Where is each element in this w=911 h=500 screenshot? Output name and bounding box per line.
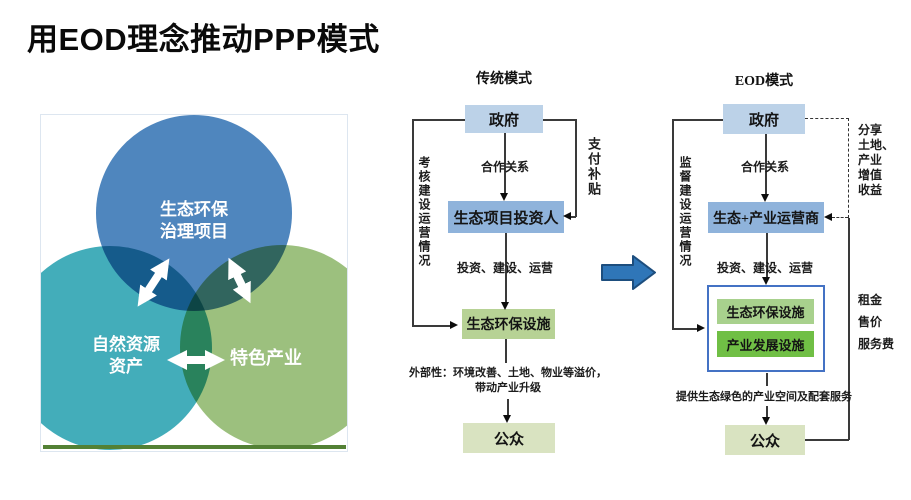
eod-node-public: 公众 [725, 425, 805, 455]
eod-returns-line-vertical [848, 218, 850, 440]
eod-node-government: 政府 [723, 104, 805, 134]
eod-node-operator: 生态+产业运营商 [708, 202, 824, 233]
eod-edge-provide-public [766, 406, 768, 417]
trad-label-pay-subsidy: 支付补贴 [586, 137, 601, 197]
eod-edge-container-provide [766, 373, 768, 386]
trad-subsidy-line-top [543, 119, 576, 121]
trad-edge-externality-public [507, 399, 509, 415]
venn-diagram-panel: 生态环保 治理项目 自然资源 资产 特色产业 [40, 114, 348, 452]
venn-arrow-top-right-icon [228, 257, 251, 304]
eod-edge-gov-operator [765, 134, 767, 194]
trad-assess-line-top [412, 119, 465, 121]
venn-double-arrows-icon [137, 257, 251, 370]
trad-label-assess: 考核建设运营情况 [417, 156, 431, 268]
venn-label-industry: 特色产业 [230, 348, 302, 368]
trad-node-public: 公众 [463, 423, 555, 453]
traditional-title: 传统模式 [476, 72, 532, 87]
trad-node-government: 政府 [465, 105, 543, 133]
eod-supervise-line-top [672, 119, 723, 121]
eod-supervise-line-vertical [672, 119, 674, 329]
eod-label-cooperation: 合作关系 [740, 160, 789, 174]
venn-baseline [43, 445, 346, 449]
eod-share-line-vertical-dashed [848, 118, 849, 218]
eod-node-industry-facility: 产业发展设施 [717, 331, 814, 357]
eod-arrowhead-container [762, 277, 770, 285]
trad-node-eco-facility: 生态环保设施 [462, 309, 555, 339]
trad-edge-investor-facility [505, 233, 507, 302]
transition-arrow-icon [601, 255, 656, 290]
trad-arrowhead-facility [501, 302, 509, 310]
eod-arrowhead-share [824, 213, 832, 221]
venn-label-natural-resources: 自然资源 资产 [92, 335, 160, 376]
eod-node-eco-facility: 生态环保设施 [717, 299, 814, 324]
eod-label-returns: 租金 售价 服务费 [858, 293, 895, 351]
eod-supervise-line-bottom [672, 328, 697, 330]
eod-title: EOD模式 [734, 74, 794, 89]
trad-subsidy-line-vertical [575, 119, 577, 217]
trad-subsidy-line-bottom [571, 216, 576, 218]
venn-label-eco-project: 生态环保 治理项目 [160, 200, 228, 241]
trad-edge-gov-investor [504, 133, 506, 193]
venn-arrow-top-left-icon [137, 258, 170, 307]
eod-returns-line-bottom [805, 439, 849, 441]
trad-label-externality: 外部性：环境改善、土地、物业等溢价， 带动产业升级 [409, 367, 607, 394]
trad-edge-facility-externality [505, 339, 507, 363]
eod-label-invest: 投资、建设、运营 [716, 261, 813, 275]
eod-share-line-bottom-dashed [832, 217, 848, 218]
trad-arrowhead-assess [450, 321, 458, 329]
trad-node-investor: 生态项目投资人 [448, 201, 564, 233]
trad-arrowhead-subsidy [563, 212, 571, 220]
venn-circle-industry [180, 245, 347, 449]
eod-label-provide: 提供生态绿色的产业空间及配套服务 [676, 391, 852, 403]
trad-assess-line-vertical [412, 119, 414, 326]
trad-arrowhead-public [503, 415, 511, 423]
trad-label-invest: 投资、建设、运营 [456, 261, 553, 275]
page-title: 用EOD理念推动PPP模式 [27, 22, 380, 57]
trad-arrowhead-investor [500, 193, 508, 201]
trad-label-cooperation: 合作关系 [480, 160, 529, 174]
eod-share-line-top-dashed [805, 118, 849, 119]
eod-label-share-gains: 分享 土地、 产业 增值 收益 [858, 123, 895, 197]
eod-edge-operator-container [766, 233, 768, 277]
trad-assess-line-bottom [412, 325, 450, 327]
eod-arrowhead-operator [761, 194, 769, 202]
eod-arrowhead-public [762, 417, 770, 425]
eod-arrowhead-supervise [697, 324, 705, 332]
eod-label-supervise: 监督建设运营情况 [678, 156, 692, 268]
